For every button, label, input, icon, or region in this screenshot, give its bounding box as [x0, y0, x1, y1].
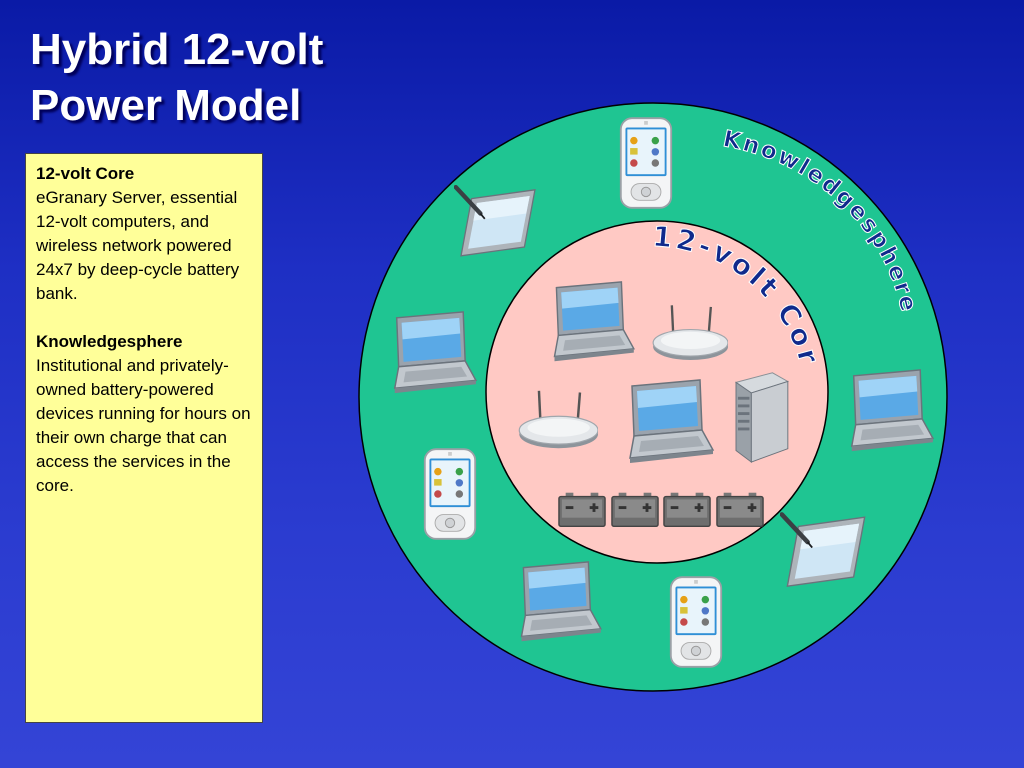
battery-icon: [558, 492, 606, 528]
core-body: eGranary Server, essential 12-volt compu…: [36, 188, 240, 303]
sphere-body: Institutional and privately-owned batter…: [36, 356, 251, 495]
battery-icon: [716, 492, 764, 528]
laptop-icon: [851, 369, 934, 452]
description-textbox: 12-volt Core eGranary Server, essential …: [25, 153, 263, 723]
server-icon: [735, 372, 789, 463]
pda-icon: [423, 448, 477, 540]
sphere-description: Knowledgesphere Institutional and privat…: [36, 330, 252, 498]
tablet-icon: [782, 514, 865, 586]
slide-title: Hybrid 12-volt Power Model: [30, 22, 323, 134]
core-description: 12-volt Core eGranary Server, essential …: [36, 162, 252, 306]
pda-icon: [619, 117, 673, 209]
sphere-heading: Knowledgesphere: [36, 332, 183, 351]
title-line-2: Power Model: [30, 81, 302, 130]
core-heading: 12-volt Core: [36, 164, 135, 183]
title-line-1: Hybrid 12-volt: [30, 25, 324, 74]
battery-icon: [663, 492, 711, 528]
tablet-icon: [456, 187, 535, 256]
laptop-icon: [394, 311, 477, 394]
laptop-icon: [553, 281, 635, 362]
pda-icon: [669, 576, 723, 668]
laptop-icon: [629, 379, 714, 464]
laptop-icon: [520, 561, 602, 642]
battery-icon: [611, 492, 659, 528]
